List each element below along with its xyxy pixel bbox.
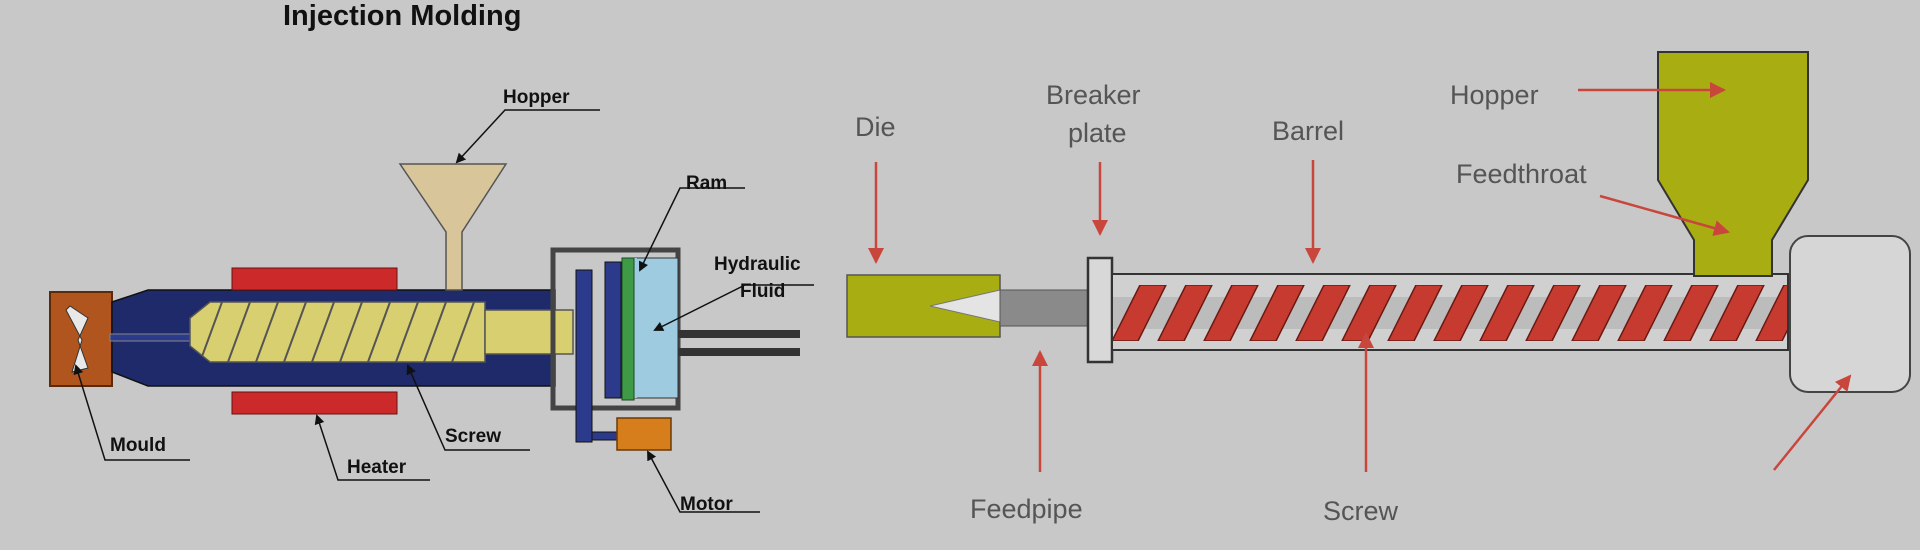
hopper-right — [1657, 51, 1809, 277]
right-extruder — [846, 51, 1911, 393]
label-ram: Ram — [686, 173, 727, 194]
label-die: Die — [855, 112, 896, 142]
label-feedpipe: Feedpipe — [970, 494, 1083, 524]
ram-rod-link — [604, 261, 622, 399]
label-screw-left: Screw — [445, 426, 501, 447]
label-screw-right: Screw — [1323, 496, 1399, 526]
label-hopper-left: Hopper — [503, 87, 570, 108]
die — [846, 274, 1001, 338]
label-breaker: Breaker — [1046, 80, 1141, 110]
heater-bottom — [231, 391, 398, 415]
nozzle — [109, 333, 191, 342]
barrel-outline — [1111, 273, 1789, 351]
left-machine — [49, 163, 800, 451]
breaker-plate — [1086, 256, 1114, 364]
screw-shaft — [484, 309, 574, 355]
screw-flights — [199, 302, 475, 362]
screw-body — [189, 301, 486, 363]
label-fluid: Fluid — [740, 281, 785, 302]
label-plate: plate — [1068, 118, 1127, 148]
label-feedthroat: Feedthroat — [1456, 159, 1587, 189]
screw-flights-right — [1111, 285, 1790, 341]
right-arrows — [868, 82, 1852, 472]
left-leader-lines — [73, 109, 814, 513]
gearbox — [1789, 235, 1911, 393]
label-barrel: Barrel — [1272, 116, 1344, 146]
hopper-funnel — [398, 163, 508, 291]
hydraulic-pipe-bottom — [678, 348, 800, 356]
feedpipe — [999, 289, 1089, 327]
ram-plate — [621, 257, 635, 401]
motor-box — [616, 417, 672, 451]
label-hopper-right: Hopper — [1450, 80, 1539, 110]
heater-top — [231, 267, 398, 291]
motor-link — [591, 431, 619, 441]
label-heater: Heater — [347, 457, 407, 478]
label-motor: Motor — [680, 494, 733, 515]
drive-shaft — [575, 269, 593, 443]
hydraulic-fluid — [634, 257, 679, 399]
hydraulic-pipe-top — [678, 330, 800, 338]
page-title: Injection Molding — [283, 0, 522, 32]
label-hydraulic: Hydraulic — [714, 254, 801, 275]
label-mould: Mould — [110, 435, 166, 456]
